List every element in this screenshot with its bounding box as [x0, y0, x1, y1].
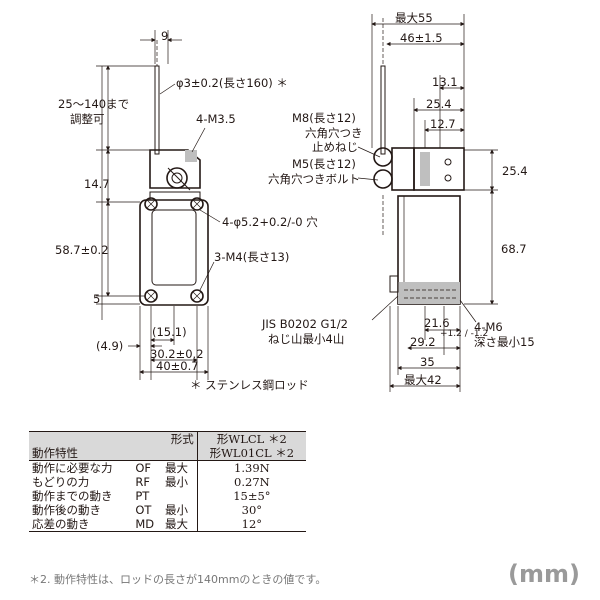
m5-label-1: M5(長さ12)	[292, 157, 356, 171]
row-abbr: RF	[135, 475, 150, 489]
row-name: 動作後の動き	[32, 503, 101, 517]
unit-label: (mm)	[508, 560, 580, 588]
row-limit: 最小	[164, 475, 188, 489]
row-value: 1.39N	[196, 460, 306, 475]
dim-3-m4: 3-M4(長さ13)	[214, 250, 289, 264]
dim-29-2: 29.2	[410, 335, 436, 349]
body-window	[151, 209, 197, 286]
dim-4-m3-5: 4-M3.5	[196, 112, 236, 126]
dim-21-6: 21.6	[424, 316, 450, 330]
model-1: 形WLCL ＊2	[196, 431, 306, 446]
max-42: 最大42	[404, 373, 442, 387]
m5-label-2: 六角穴つきボルト	[268, 172, 360, 186]
dimension-drawing: 9 25～140まで 調整可 14.7 58.7±0.2 5 φ3±0.2(長さ…	[55, 11, 535, 392]
lever-pivot	[166, 167, 188, 189]
m6-label-2: 深さ最小15	[474, 335, 535, 349]
dim-9: 9	[161, 29, 168, 43]
dim-14-7: 14.7	[84, 177, 110, 191]
dim-40: 40±0.7	[156, 359, 199, 373]
row-limit	[162, 489, 197, 503]
adjust-range: 25～140まで	[58, 97, 129, 111]
max-55: 最大55	[395, 11, 433, 25]
rod	[154, 65, 160, 155]
dim-4-9: (4.9)	[96, 339, 123, 353]
dim-68-7: 68.7	[501, 242, 527, 256]
operating-characteristics-table: 形式 形WLCL ＊2 動作特性 形WL01CL ＊2 動作に必要な力 OF 最…	[29, 431, 306, 532]
mount-hole	[144, 197, 158, 211]
dim-35: 35	[420, 355, 435, 369]
characteristics-label: 動作特性	[29, 446, 198, 461]
dim-25-4: 25.4	[426, 97, 452, 111]
m5-bolt	[373, 169, 393, 189]
rod-diameter: φ3±0.2(長さ160) ＊	[176, 76, 288, 90]
stainless-note: ＊ ステンレス鋼ロッド	[190, 378, 309, 392]
m8-label-3: 止めねじ	[312, 140, 358, 154]
row-name: 応差の動き	[29, 517, 133, 532]
front-view: 9 25～140まで 調整可 14.7 58.7±0.2 5 φ3±0.2(長さ…	[55, 29, 318, 392]
dim-5: 5	[93, 292, 100, 306]
m6-label-1: 4-M6	[474, 320, 503, 334]
row-value: 30°	[196, 503, 306, 517]
row-value: 0.27N	[196, 475, 306, 489]
footnote: ＊2. 動作特性は、ロッドの長さが140mmのときの値です。	[29, 573, 327, 586]
dim-30-2: 30.2±0.2	[150, 347, 204, 361]
model-2: 形WL01CL ＊2	[196, 446, 306, 461]
m8-label-2: 六角穴つき	[305, 126, 363, 140]
mount-hole	[190, 197, 204, 211]
m8-label-1: M8(長さ12)	[292, 111, 356, 125]
dim-25-4-b: 25.4	[502, 164, 528, 178]
side-rod	[380, 65, 386, 155]
row-abbr: OT	[135, 503, 152, 517]
dim-58-7: 58.7±0.2	[55, 243, 109, 257]
hole-spec: 4-φ5.2+0.2/-0 穴	[222, 215, 318, 229]
m8-screw	[373, 147, 393, 167]
row-name: 動作に必要な力	[32, 461, 113, 475]
row-abbr: OF	[135, 461, 152, 475]
row-value: 12°	[196, 517, 306, 532]
jis-label-2: ねじ山最小4山	[268, 332, 344, 346]
dim-13-1: 13.1	[432, 75, 458, 89]
row-name: もどりの力	[32, 475, 90, 489]
dim-46: 46±1.5	[400, 31, 443, 45]
switch-head	[149, 149, 201, 189]
adjust-range-2: 調整可	[70, 112, 105, 126]
jis-label-1: JIS B0202 G1/2	[261, 317, 348, 331]
dim-29-2-tol: +1.2 / -1.2	[440, 329, 488, 339]
model-label: 形式	[161, 431, 198, 446]
row-abbr: PT	[135, 489, 150, 503]
row-limit: 最大	[164, 461, 188, 475]
row-limit: 最小	[164, 503, 188, 517]
row-limit: 最大	[161, 517, 198, 532]
dim-12-7: 12.7	[430, 117, 456, 131]
row-name: 動作までの動き	[32, 489, 113, 503]
mount-hole	[190, 289, 204, 303]
row-abbr: MD	[132, 517, 162, 532]
dim-15-1: (15.1)	[152, 325, 187, 339]
switch-body	[139, 199, 209, 306]
row-value: 15±5°	[196, 489, 306, 503]
side-view: 最大55 46±1.5 13.1 25.4 12.7 25.4 68.7 M8(…	[261, 11, 535, 392]
